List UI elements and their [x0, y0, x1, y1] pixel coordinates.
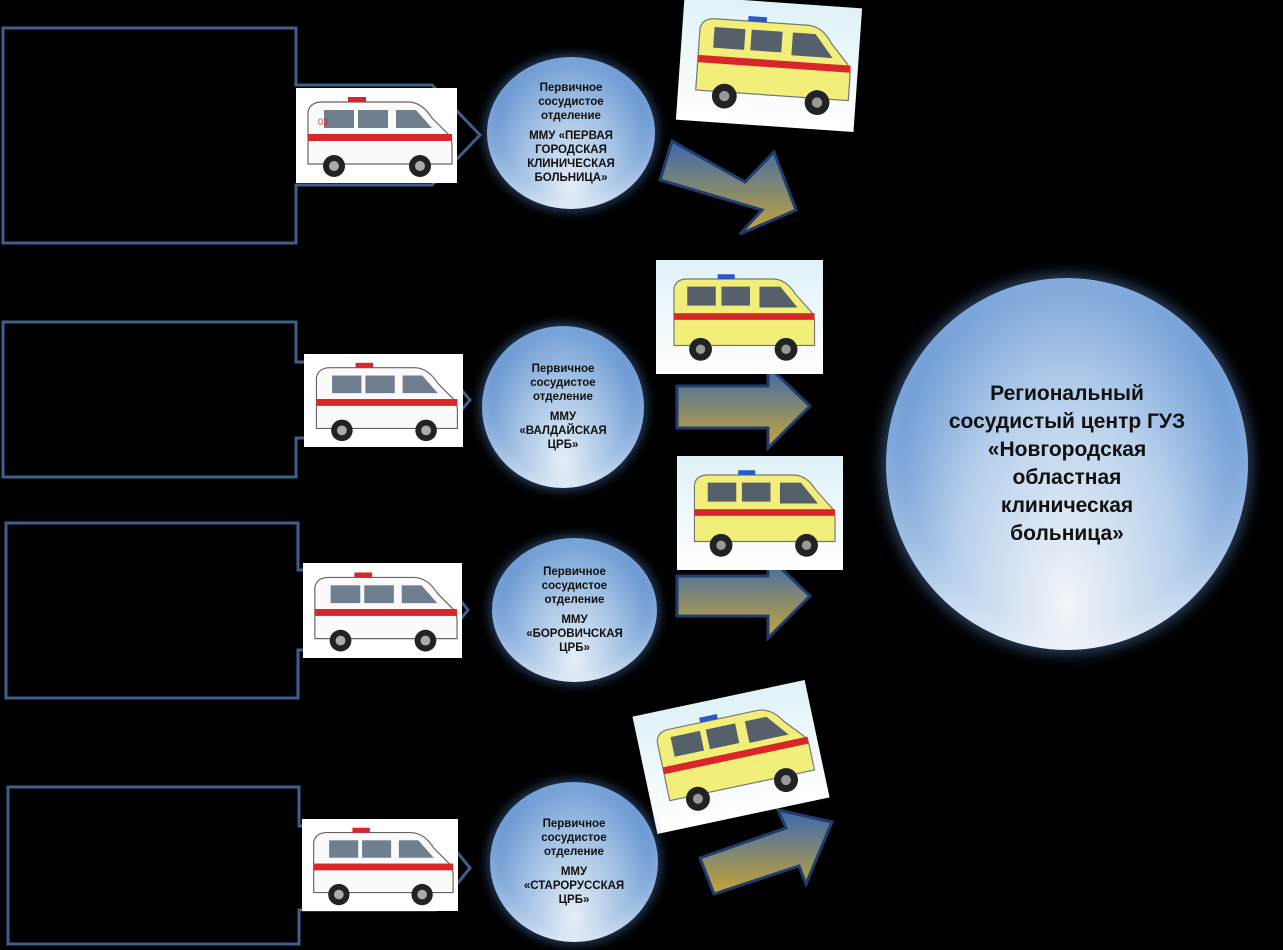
unit-dept-label: Первичное сосудистое отделение [541, 818, 607, 858]
unit-org-label: ММУ «БОРОВИЧСКАЯ ЦРБ» [526, 614, 623, 654]
unit-bubble-1: Первичное сосудистое отделение ММУ «ПЕРВ… [487, 57, 655, 209]
arrow-2 [675, 362, 813, 452]
svg-text:03: 03 [318, 117, 328, 127]
unit-dept-label: Первичное сосудистое отделение [541, 566, 608, 606]
yellow-ambulance-image-1 [675, 0, 863, 133]
unit-dept-label: Первичное сосудистое отделение [538, 82, 604, 122]
arrow-3 [675, 552, 813, 642]
yellow-ambulance-image-4 [632, 680, 830, 834]
unit-org-label: ММУ «ПЕРВАЯ ГОРОДСКАЯ КЛИНИЧЕСКАЯ БОЛЬНИ… [527, 130, 615, 184]
yellow-ambulance-image-2 [656, 260, 823, 374]
unit-bubble-4: Первичное сосудистое отделение ММУ «СТАР… [490, 782, 658, 942]
regional-center-bubble: Региональный сосудистый центр ГУЗ «Новго… [886, 278, 1248, 650]
yellow-ambulance-image-3 [677, 456, 843, 570]
regional-center-label: Региональный сосудистый центр ГУЗ «Новго… [948, 382, 1186, 545]
white-ambulance-image-1: 03 [296, 88, 457, 183]
arrow-1 [658, 138, 798, 236]
unit-bubble-3: Первичное сосудистое отделение ММУ «БОРО… [492, 538, 657, 682]
arrow-4 [698, 807, 835, 896]
unit-org-label: ММУ «ВАЛДАЙСКАЯ ЦРБ» [519, 411, 607, 451]
white-ambulance-image-2 [304, 354, 463, 447]
white-ambulance-image-4 [302, 819, 458, 911]
unit-org-label: ММУ «СТАРОРУССКАЯ ЦРБ» [523, 866, 625, 906]
unit-dept-label: Первичное сосудистое отделение [530, 363, 596, 403]
white-ambulance-image-3 [303, 563, 462, 658]
unit-bubble-2: Первичное сосудистое отделение ММУ «ВАЛД… [482, 326, 644, 488]
